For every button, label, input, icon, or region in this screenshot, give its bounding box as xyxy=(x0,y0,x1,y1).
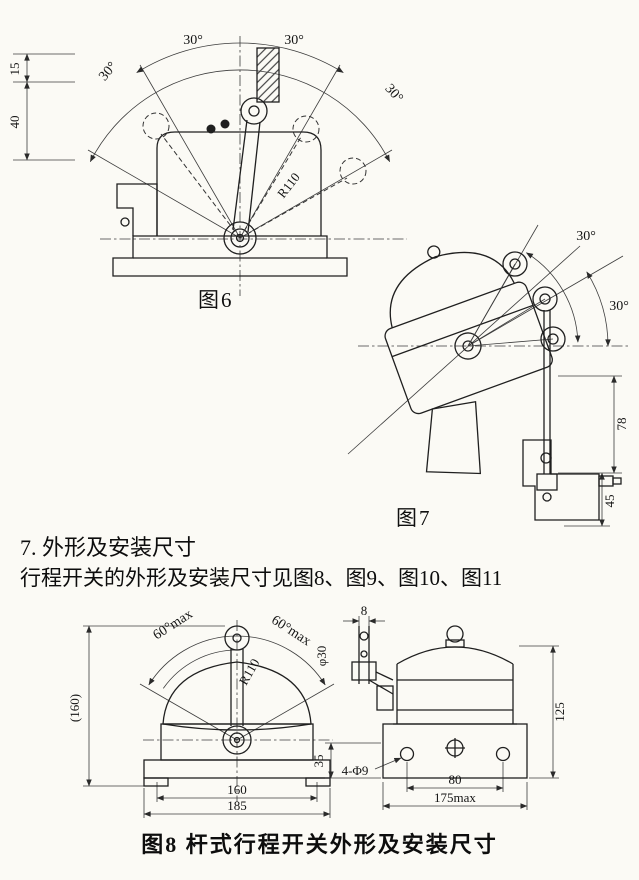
fig8-dim-175max: 175max xyxy=(434,790,476,805)
fig8-swing-left-label: 60°max xyxy=(151,607,196,643)
section-heading: 7. 外形及安装尺寸 xyxy=(20,535,197,560)
fig6-angle-label-4: 30° xyxy=(381,81,405,106)
fig6-angle-label-3: 30° xyxy=(96,59,120,84)
fig8-dim-125: 125 xyxy=(552,702,567,722)
fig8-mount-holes-label: 4-Φ9 xyxy=(342,763,369,778)
fig7-switch-body xyxy=(384,245,622,521)
fig8-front-dimension-lines xyxy=(83,620,335,818)
fig6-angle-label-2: 30° xyxy=(284,33,304,48)
fig7-dim-78: 78 xyxy=(614,418,629,431)
fig8-dim-35: 35 xyxy=(311,755,326,768)
fig7-dimension-lines xyxy=(347,224,630,527)
fig8-radius-label: R110 xyxy=(236,656,263,687)
fig6-dimension-lines xyxy=(13,36,407,296)
fig7-angle-label-2: 30° xyxy=(609,299,629,314)
fig8-dim-8: 8 xyxy=(361,606,368,618)
fig8-swing-right-label: 60°max xyxy=(268,613,313,649)
fig6-dim-40: 40 xyxy=(7,116,22,129)
fig8-front-switch-body xyxy=(143,625,331,787)
figure8-drawing: 60°max 60°max R110 φ30 (160) 160 185 xyxy=(67,606,567,818)
figure6-drawing: 30° 30° 30° 30° 15 40 R110 xyxy=(7,33,407,296)
fig6-angle-label-1: 30° xyxy=(183,33,203,48)
fig6-dim-15: 15 xyxy=(7,63,22,76)
figure7-drawing: 30° 30° 78 45 xyxy=(347,224,630,527)
fig6-lever-alt-positions xyxy=(142,112,367,239)
fig6-switch-body xyxy=(112,47,348,277)
fig8-dim-185-width: 185 xyxy=(227,798,247,813)
fig7-dim-45: 45 xyxy=(602,495,617,508)
section-text: 行程开关的外形及安装尺寸见图8、图9、图10、图11 xyxy=(20,566,503,590)
fig8-roller-dia-label: φ30 xyxy=(314,646,329,667)
fig8-side-dimension-lines xyxy=(325,616,559,810)
fig7-angle-label-1: 30° xyxy=(576,229,596,244)
fig8-dim-160-overall-height: (160) xyxy=(67,694,82,722)
fig8-side-switch-body xyxy=(351,625,528,779)
fig8-dim-80: 80 xyxy=(449,772,462,787)
figure6-caption: 图6 xyxy=(198,288,234,312)
figure8-caption: 图8 杆式行程开关外形及安装尺寸 xyxy=(141,832,498,857)
fig8-dim-160-width: 160 xyxy=(227,782,247,797)
figure7-caption: 图7 xyxy=(396,506,432,530)
